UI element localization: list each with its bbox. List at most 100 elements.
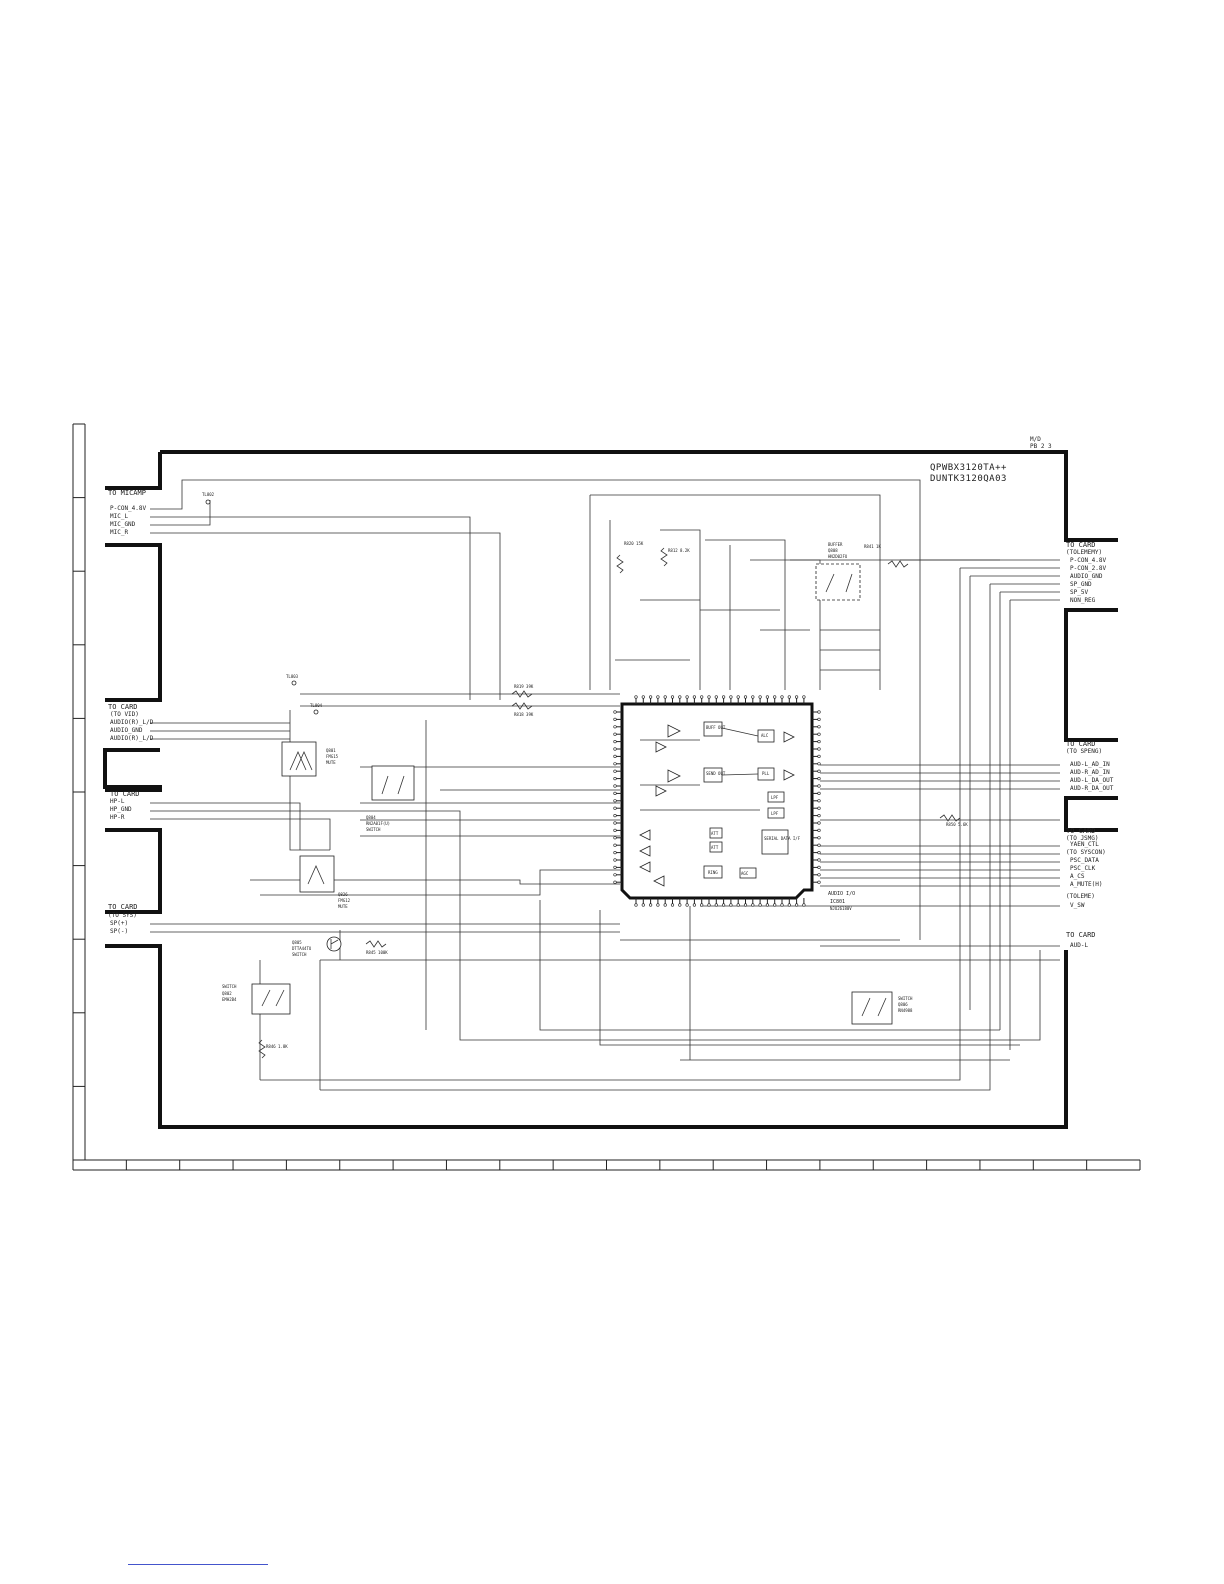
ic-pin-pad: [663, 695, 667, 699]
ic-pin-pad: [765, 695, 770, 699]
part-ref: Q804: [366, 815, 376, 820]
ic-block: [767, 807, 785, 819]
ic-pin-pad: [613, 865, 617, 870]
ic-pin-pad: [787, 695, 791, 699]
pin-label: A_MUTE(H): [1070, 881, 1103, 888]
part-ref: Q801: [326, 748, 336, 753]
ic-block-label: SEND OUT: [706, 771, 726, 776]
ic-pin-pad: [758, 903, 762, 907]
board-frame: [103, 450, 1118, 1129]
opamp-symbol: [639, 829, 651, 841]
ic-pin-pad: [817, 843, 821, 847]
ic-pin-pad: [817, 776, 821, 781]
footer-link-underline[interactable]: [128, 1564, 268, 1565]
ic-pin-pad: [613, 843, 617, 847]
ic-pin-pad: [613, 813, 617, 818]
ic-pin-pad: [648, 695, 653, 699]
ic-pin-pad: [817, 754, 821, 759]
ic-pin-pad: [670, 903, 675, 907]
pin-label: AUD-L_AD_IN: [1070, 761, 1110, 768]
part-function: BUFFER: [828, 542, 843, 547]
ic-pin-pad: [613, 739, 617, 744]
ic-pin-pad: [817, 791, 821, 796]
ic-pin-pad: [817, 747, 821, 751]
ic-pin-pad: [736, 695, 740, 699]
connector-title: TO MICAMP: [108, 489, 146, 497]
pin-label: AUD-L: [1070, 942, 1088, 949]
ic-ref: IC801: [830, 899, 845, 905]
ic-pin-pad: [817, 873, 821, 877]
opamp-symbol: [655, 785, 667, 797]
ic-pin-pad: [743, 695, 748, 699]
resistor-r845: R845 100K: [365, 940, 388, 955]
ic-pin-pad: [613, 784, 617, 788]
ic-pin-pad: [613, 754, 617, 759]
part-number: RN4988: [898, 1008, 913, 1013]
ic-pin-pad: [613, 873, 617, 877]
connector-jsmg: TO CARD (TO JSMG) YAEN_CTL (TO SYSCON) P…: [1066, 827, 1106, 888]
transistor-q806: SWITCH Q806 RN4988: [851, 991, 913, 1025]
ic-pin-pad: [613, 806, 617, 810]
connector-hp: TO CARD HP-L HP_GND HP-R: [110, 790, 140, 821]
test-point-label: TL802: [202, 492, 215, 497]
pin-label: (TO SYSCON): [1066, 849, 1106, 856]
ic-pin-pad: [751, 695, 755, 699]
ic-pin-pad: [817, 813, 821, 818]
ic-pin-pad: [613, 850, 617, 855]
ic-name: AUDIO I/O: [828, 891, 855, 897]
connector-speng: TO CARD (TO SPENG) AUD-L_AD_IN AUD-R_AD_…: [1066, 740, 1114, 792]
pin-label: MIC_GND: [110, 521, 136, 528]
connector-title: TO CARD: [108, 903, 138, 911]
ic-pin-pad: [743, 903, 748, 907]
opamp-symbol: [667, 724, 681, 738]
ic-pin-pad: [721, 903, 726, 907]
opamp-symbol: [667, 769, 681, 783]
test-point-label: TL803: [286, 674, 299, 679]
pin-label: P-CON_4.8V: [110, 505, 147, 512]
opamp-symbol: [783, 769, 795, 781]
ic-pin-pad: [613, 836, 617, 840]
part-function: SWITCH: [366, 827, 381, 832]
ic-pin-pad: [773, 695, 777, 699]
ic-pin-pad: [773, 903, 777, 907]
part-number: FMG12: [338, 898, 351, 903]
part-function: SWITCH: [292, 952, 307, 957]
ic-pin-pad: [817, 836, 821, 840]
ic-pin-pad: [692, 903, 697, 907]
ic-pin-pad: [613, 821, 617, 825]
part-value: R845 100K: [366, 950, 388, 955]
ic-pin-pad: [613, 776, 617, 781]
part-number: FMG15: [326, 754, 339, 759]
pin-label: MIC_L: [110, 513, 128, 520]
ic-block: [703, 721, 723, 737]
ic-pin-pad: [765, 903, 770, 907]
part-value: R850 5.6K: [946, 822, 968, 827]
ic-pin-pad: [817, 821, 821, 825]
ic-pin-pad: [729, 903, 733, 907]
ic-pin-pad: [817, 880, 821, 884]
ic-block: [709, 841, 723, 853]
transistor-q808: BUFFER Q808 HN2D02FU: [815, 542, 861, 601]
opamp-symbol: [655, 741, 667, 753]
ic-pin-pad: [613, 799, 617, 803]
ic-part: NJU26180V: [830, 906, 852, 911]
resistor-r812: R812 8.2K: [660, 547, 690, 567]
ic-pin-pad: [817, 717, 821, 722]
ic-pin-pad: [780, 903, 784, 907]
connector-toleme: (TOLEME) V_SW: [1066, 893, 1095, 909]
ic-audio-io: BUFF OUT ALC SEND OUT PLL LPF LPF ATT AT…: [613, 695, 855, 911]
ic-pin-pad: [751, 903, 755, 907]
part-number: RN2A01F(U): [366, 821, 390, 826]
sheet-ref-line1: M/D: [1030, 436, 1041, 443]
connector-title: TO CARD: [108, 703, 138, 711]
ic-pin-pad: [714, 903, 718, 907]
ic-pin-pad: [802, 903, 806, 907]
ic-block: [709, 827, 723, 839]
ic-pin-pad: [780, 695, 784, 699]
connector-sub: (TOLEME): [1066, 893, 1095, 900]
part-value: R846 1.8K: [266, 1044, 288, 1049]
part-ref: Q802: [222, 991, 232, 996]
ic-pin-pad: [685, 903, 689, 907]
test-point-label: TL804: [310, 703, 323, 708]
